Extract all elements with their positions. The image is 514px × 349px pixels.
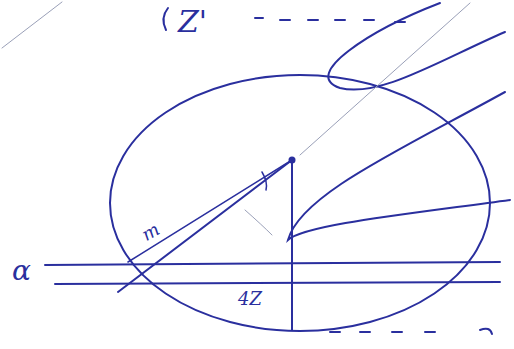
bracket-mark (163, 8, 168, 30)
faint-line (2, 2, 62, 48)
faint-line (300, 3, 470, 155)
diagonal-line (118, 160, 292, 292)
horizontal-line (45, 262, 500, 265)
sketch-label: Z' (176, 6, 209, 38)
diagonal-line (128, 160, 292, 262)
sketch-label: 4Z (236, 289, 264, 309)
vertical-line (291, 160, 293, 330)
upper-curve (328, 3, 505, 90)
dash-mark (330, 329, 492, 334)
lower-curve (288, 92, 510, 240)
point-dot (289, 157, 296, 164)
dash-mark (255, 18, 405, 22)
faint-arc (245, 210, 272, 235)
circle-outline (110, 75, 490, 331)
sketch-label: α (10, 256, 33, 286)
horizontal-line (55, 282, 500, 284)
angle-arc (262, 172, 267, 190)
